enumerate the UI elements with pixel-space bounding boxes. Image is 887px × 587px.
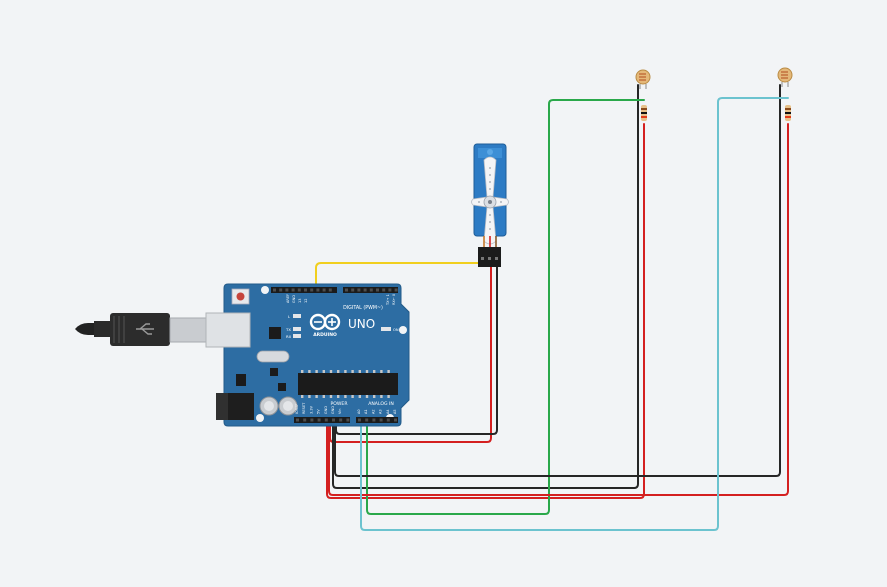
header-pin-hole[interactable] bbox=[328, 288, 332, 292]
header-pin-hole[interactable] bbox=[369, 288, 373, 292]
power-label: POWER bbox=[330, 401, 348, 407]
pin-label: 3.3V bbox=[309, 405, 313, 414]
wires bbox=[315, 84, 789, 531]
board-brand: UNO bbox=[348, 317, 375, 331]
led-rx-label: RX bbox=[286, 334, 292, 339]
header-pin-hole[interactable] bbox=[345, 288, 348, 292]
resistor-2[interactable] bbox=[785, 105, 791, 121]
wire-cyan-ldr2-a1[interactable] bbox=[360, 97, 789, 531]
pin-label: 5V bbox=[317, 409, 321, 414]
header-pin-hole[interactable] bbox=[316, 288, 320, 292]
pin-label-rx: RX← 0 bbox=[392, 294, 396, 305]
arduino-logo bbox=[309, 313, 341, 331]
arduino-uno[interactable]: UNO ARDUINO DIGITAL (PWM~) POWER ANALOG … bbox=[205, 283, 410, 427]
header-pin-hole[interactable] bbox=[372, 418, 376, 422]
pin-label-gnd: GND bbox=[292, 295, 296, 303]
resistor-1[interactable] bbox=[641, 105, 647, 121]
power-header[interactable] bbox=[294, 417, 350, 423]
pin-label-12: 12 bbox=[304, 299, 308, 303]
micro-servo[interactable] bbox=[471, 143, 509, 267]
led-l-label: L bbox=[288, 314, 291, 319]
wire-red-servo-5v[interactable] bbox=[329, 265, 492, 443]
header-pin-hole[interactable] bbox=[394, 418, 397, 422]
header-pin-hole[interactable] bbox=[394, 288, 398, 292]
pin-label: A0 bbox=[357, 409, 361, 414]
header-pin-hole[interactable] bbox=[291, 288, 295, 292]
header-pin-hole[interactable] bbox=[351, 288, 355, 292]
ldr-track bbox=[639, 73, 646, 81]
header-pin-hole[interactable] bbox=[358, 418, 361, 422]
wire-black-servo-gnd[interactable] bbox=[335, 265, 498, 435]
header-pin-hole[interactable] bbox=[346, 418, 350, 422]
header-pin-hole[interactable] bbox=[279, 288, 283, 292]
on-label: ON bbox=[393, 328, 399, 332]
pin-label: IOREF bbox=[295, 404, 299, 414]
header-pin-hole[interactable] bbox=[285, 288, 289, 292]
header-pin-hole[interactable] bbox=[322, 288, 326, 292]
header-pin-hole[interactable] bbox=[379, 418, 383, 422]
header-pin-hole[interactable] bbox=[376, 288, 379, 292]
wire-yellow-signal[interactable] bbox=[315, 257, 488, 290]
pin-label-13: 13 bbox=[298, 299, 302, 303]
pin-label: A4 bbox=[386, 409, 390, 414]
led-l bbox=[293, 314, 301, 318]
header-pin-hole[interactable] bbox=[386, 418, 390, 422]
digital-header[interactable] bbox=[271, 287, 398, 293]
wire-black-ldr1[interactable] bbox=[332, 84, 639, 489]
crystal bbox=[256, 350, 290, 363]
header-pin-hole[interactable] bbox=[357, 288, 361, 292]
header-pin-hole[interactable] bbox=[310, 288, 314, 292]
wire-black-ldr2[interactable] bbox=[334, 84, 781, 477]
header-pin-hole[interactable] bbox=[363, 288, 367, 292]
analog-header[interactable] bbox=[356, 417, 398, 423]
header-pin-hole[interactable] bbox=[304, 288, 307, 292]
pin-label-aref: AREF bbox=[286, 294, 290, 303]
header-pin-hole[interactable] bbox=[388, 288, 392, 292]
header-pin-hole[interactable] bbox=[332, 418, 335, 422]
header-pin-hole[interactable] bbox=[296, 418, 299, 422]
ldr-track bbox=[781, 71, 788, 79]
wire-green-ldr1-a0[interactable] bbox=[366, 99, 645, 515]
header-pin-hole[interactable] bbox=[273, 288, 276, 292]
header-pin-hole[interactable] bbox=[310, 418, 314, 422]
board-maker: ARDUINO bbox=[313, 332, 337, 338]
atmega-chip bbox=[298, 373, 398, 395]
pin-label: A5 bbox=[393, 409, 397, 414]
digital-label: DIGITAL (PWM~) bbox=[343, 305, 383, 311]
usb-b-cable-icon bbox=[75, 323, 95, 335]
photoresistor-2[interactable] bbox=[777, 67, 793, 87]
header-pin-hole[interactable] bbox=[382, 288, 386, 292]
header-pin-hole[interactable] bbox=[324, 418, 328, 422]
header-pin-hole[interactable] bbox=[339, 418, 343, 422]
pin-label: Vin bbox=[338, 408, 342, 414]
pin-label: RESET bbox=[302, 402, 306, 414]
usb-jack[interactable] bbox=[205, 312, 251, 348]
pin-label: A2 bbox=[371, 409, 375, 414]
analog-label: ANALOG IN bbox=[368, 401, 394, 407]
photoresistor-1[interactable] bbox=[635, 69, 651, 89]
led-rx bbox=[293, 334, 301, 338]
header-pin-hole[interactable] bbox=[303, 418, 307, 422]
led-tx bbox=[293, 327, 301, 331]
header-pin-hole[interactable] bbox=[297, 288, 301, 292]
pin-label: A3 bbox=[379, 409, 383, 414]
pin-label: A1 bbox=[364, 409, 368, 414]
pin-label: GND bbox=[324, 406, 328, 414]
led-tx-label: TX bbox=[285, 327, 291, 332]
chip-pins bbox=[301, 370, 390, 398]
pin-label: GND bbox=[331, 406, 335, 414]
pin-label-tx: TX→ 1 bbox=[386, 294, 390, 306]
wire-red-ldr2[interactable] bbox=[328, 123, 789, 496]
header-pin-hole[interactable] bbox=[365, 418, 369, 422]
header-pin-hole[interactable] bbox=[317, 418, 321, 422]
